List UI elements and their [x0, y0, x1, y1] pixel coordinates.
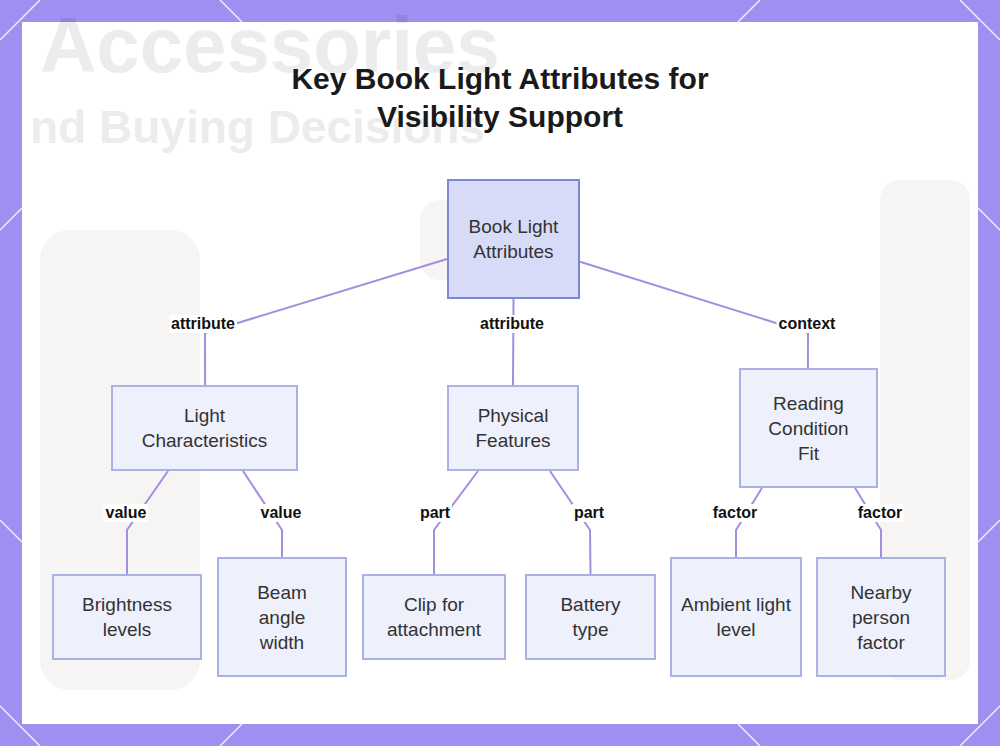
node-text: Book Light Attributes	[469, 214, 559, 264]
leaf-box: Battery type	[525, 574, 656, 660]
edge-label: factor	[711, 504, 759, 522]
node-text: Brightness levels	[72, 592, 182, 642]
diagram-title: Key Book Light Attributes for Visibility…	[270, 60, 730, 136]
leaf-box: Clip for attachment	[362, 574, 506, 660]
node-text-group: Battery type	[551, 592, 631, 642]
node-text-group: Beam angle width	[247, 580, 317, 655]
node-text-group: Ambient light level	[681, 592, 791, 642]
root-box: Book Light Attributes	[447, 179, 580, 299]
connector-line	[855, 488, 881, 557]
edge-label: factor	[856, 504, 904, 522]
node-text: Clip for attachment	[369, 592, 499, 642]
node-text-group: Reading Condition Fit	[759, 391, 859, 466]
node-text: Beam angle width	[247, 580, 317, 655]
leaf-box: Brightness levels	[52, 574, 202, 660]
connector-line	[580, 262, 808, 368]
edge-label: value	[104, 504, 149, 522]
edge-label: attribute	[169, 315, 237, 333]
node-text-group: Brightness levels	[72, 592, 182, 642]
category-box: Reading Condition Fit	[739, 368, 878, 488]
leaf-box: Beam angle width	[217, 557, 347, 677]
node-text-group: Nearby person factor	[841, 580, 921, 655]
category-box: Physical Features	[447, 385, 579, 471]
connector-line	[205, 259, 447, 385]
edge-label: value	[259, 504, 304, 522]
edge-label: part	[418, 504, 452, 522]
leaf-box: Ambient light level	[670, 557, 802, 677]
node-text: Ambient light level	[681, 592, 791, 642]
leaf-box: Nearby person factor	[816, 557, 946, 677]
node-text: Reading Condition Fit	[759, 391, 859, 466]
connector-line	[550, 471, 591, 574]
node-text: Physical Features	[458, 403, 568, 453]
node-text-group: Light Characteristics	[125, 403, 285, 453]
connector-line	[434, 471, 478, 574]
edge-label: attribute	[478, 315, 546, 333]
edge-label: context	[777, 315, 838, 333]
node-text-group: Book Light Attributes	[469, 214, 559, 264]
connector-line	[512, 299, 515, 385]
edge-label: part	[572, 504, 606, 522]
category-box: Light Characteristics	[111, 385, 298, 471]
node-text-group: Clip for attachment	[369, 592, 499, 642]
connector-line	[127, 471, 168, 574]
node-text: Nearby person factor	[841, 580, 921, 655]
node-text: Battery type	[551, 592, 631, 642]
node-text: Light Characteristics	[125, 403, 285, 453]
node-text-group: Physical Features	[458, 403, 568, 453]
connector-line	[736, 488, 762, 557]
